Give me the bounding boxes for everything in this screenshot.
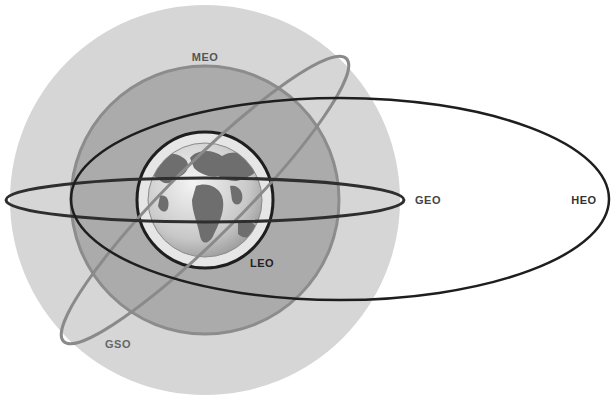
geo-orbit [6,178,404,222]
heo-orbit [71,98,609,300]
orbit-label: MEO [192,51,219,63]
orbit-label: GEO [415,194,441,206]
orbit-label: LEO [250,257,274,269]
outer-region [10,5,400,395]
orbit-label: GSO [105,338,131,350]
meo-region [71,66,339,334]
orbit-label: HEO [571,194,596,206]
gso-orbit [38,33,372,367]
earth [148,143,262,257]
leo-orbit [137,132,273,268]
